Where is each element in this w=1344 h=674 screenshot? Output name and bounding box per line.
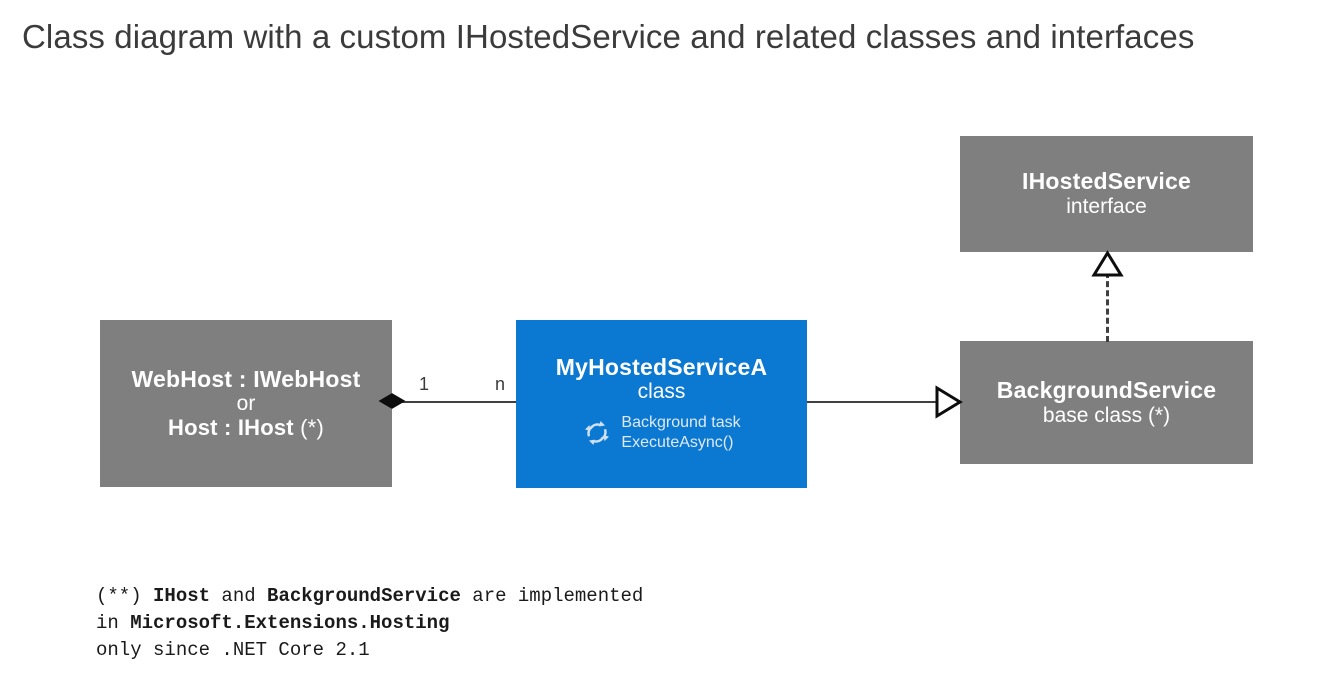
- hollow-triangle-marker-realization: [1091, 250, 1124, 277]
- class-box-backgroundservice-title: BackgroundService: [996, 376, 1217, 403]
- footnote-line-2: in Microsoft.Extensions.Hosting: [96, 610, 643, 637]
- class-box-myhostedservicea-title: MyHostedServiceA: [555, 353, 768, 380]
- class-box-myhostedservicea[interactable]: MyHostedServiceA class Background task: [516, 320, 807, 488]
- class-box-myhostedservicea-member-text: Background task ExecuteAsync(): [621, 413, 740, 453]
- class-box-host-subtitle-note: (*): [300, 414, 324, 440]
- filled-diamond-marker: [378, 393, 406, 409]
- class-box-host-middle: or: [236, 392, 256, 416]
- footnote-line1-prefix: (**): [96, 585, 154, 607]
- multiplicity-label-target: n: [495, 374, 506, 394]
- multiplicity-label-source: 1: [419, 374, 430, 394]
- class-box-host-subtitle-bold: Host : IHost: [168, 414, 294, 440]
- class-box-myhostedservicea-member: Background task ExecuteAsync(): [582, 413, 741, 453]
- class-box-ihostedservice-title: IHostedService: [1022, 168, 1191, 195]
- footnote: (**) IHost and BackgroundService are imp…: [96, 583, 643, 664]
- footnote-line-1: (**) IHost and BackgroundService are imp…: [96, 583, 643, 610]
- cycle-icon: [585, 421, 610, 446]
- composition-edge-line: [402, 401, 516, 403]
- class-box-ihostedservice-subtitle: interface: [1066, 195, 1147, 219]
- realization-edge-line: [1106, 272, 1109, 342]
- member-line-1: Background task: [621, 413, 741, 431]
- footnote-line2-prefix: in: [96, 611, 131, 634]
- class-box-host-subtitle: Host : IHost (*): [168, 414, 324, 441]
- footnote-line1-bold1: IHost: [153, 585, 211, 607]
- class-box-backgroundservice[interactable]: BackgroundService base class (*): [960, 341, 1253, 464]
- footnote-line1-suffix: are implemented: [460, 585, 644, 607]
- footnote-line1-bold2: BackgroundService: [267, 585, 461, 607]
- footnote-line1-mid: and: [210, 585, 268, 607]
- class-box-myhostedservicea-subtitle: class: [637, 380, 686, 404]
- footnote-line-3: only since .NET Core 2.1: [96, 638, 370, 661]
- inheritance-edge-line: [807, 401, 939, 403]
- hollow-triangle-marker-inheritance: [935, 385, 963, 419]
- member-line-2: ExecuteAsync(): [621, 434, 734, 452]
- class-box-backgroundservice-subtitle: base class (*): [1042, 403, 1171, 427]
- class-box-ihostedservice[interactable]: IHostedService interface: [960, 136, 1253, 252]
- class-box-host-title: WebHost : IWebHost: [131, 365, 361, 392]
- page-title: Class diagram with a custom IHostedServi…: [22, 18, 1195, 55]
- footnote-line2-bold: Microsoft.Extensions.Hosting: [130, 611, 450, 634]
- class-box-host[interactable]: WebHost : IWebHost or Host : IHost (*): [100, 320, 392, 487]
